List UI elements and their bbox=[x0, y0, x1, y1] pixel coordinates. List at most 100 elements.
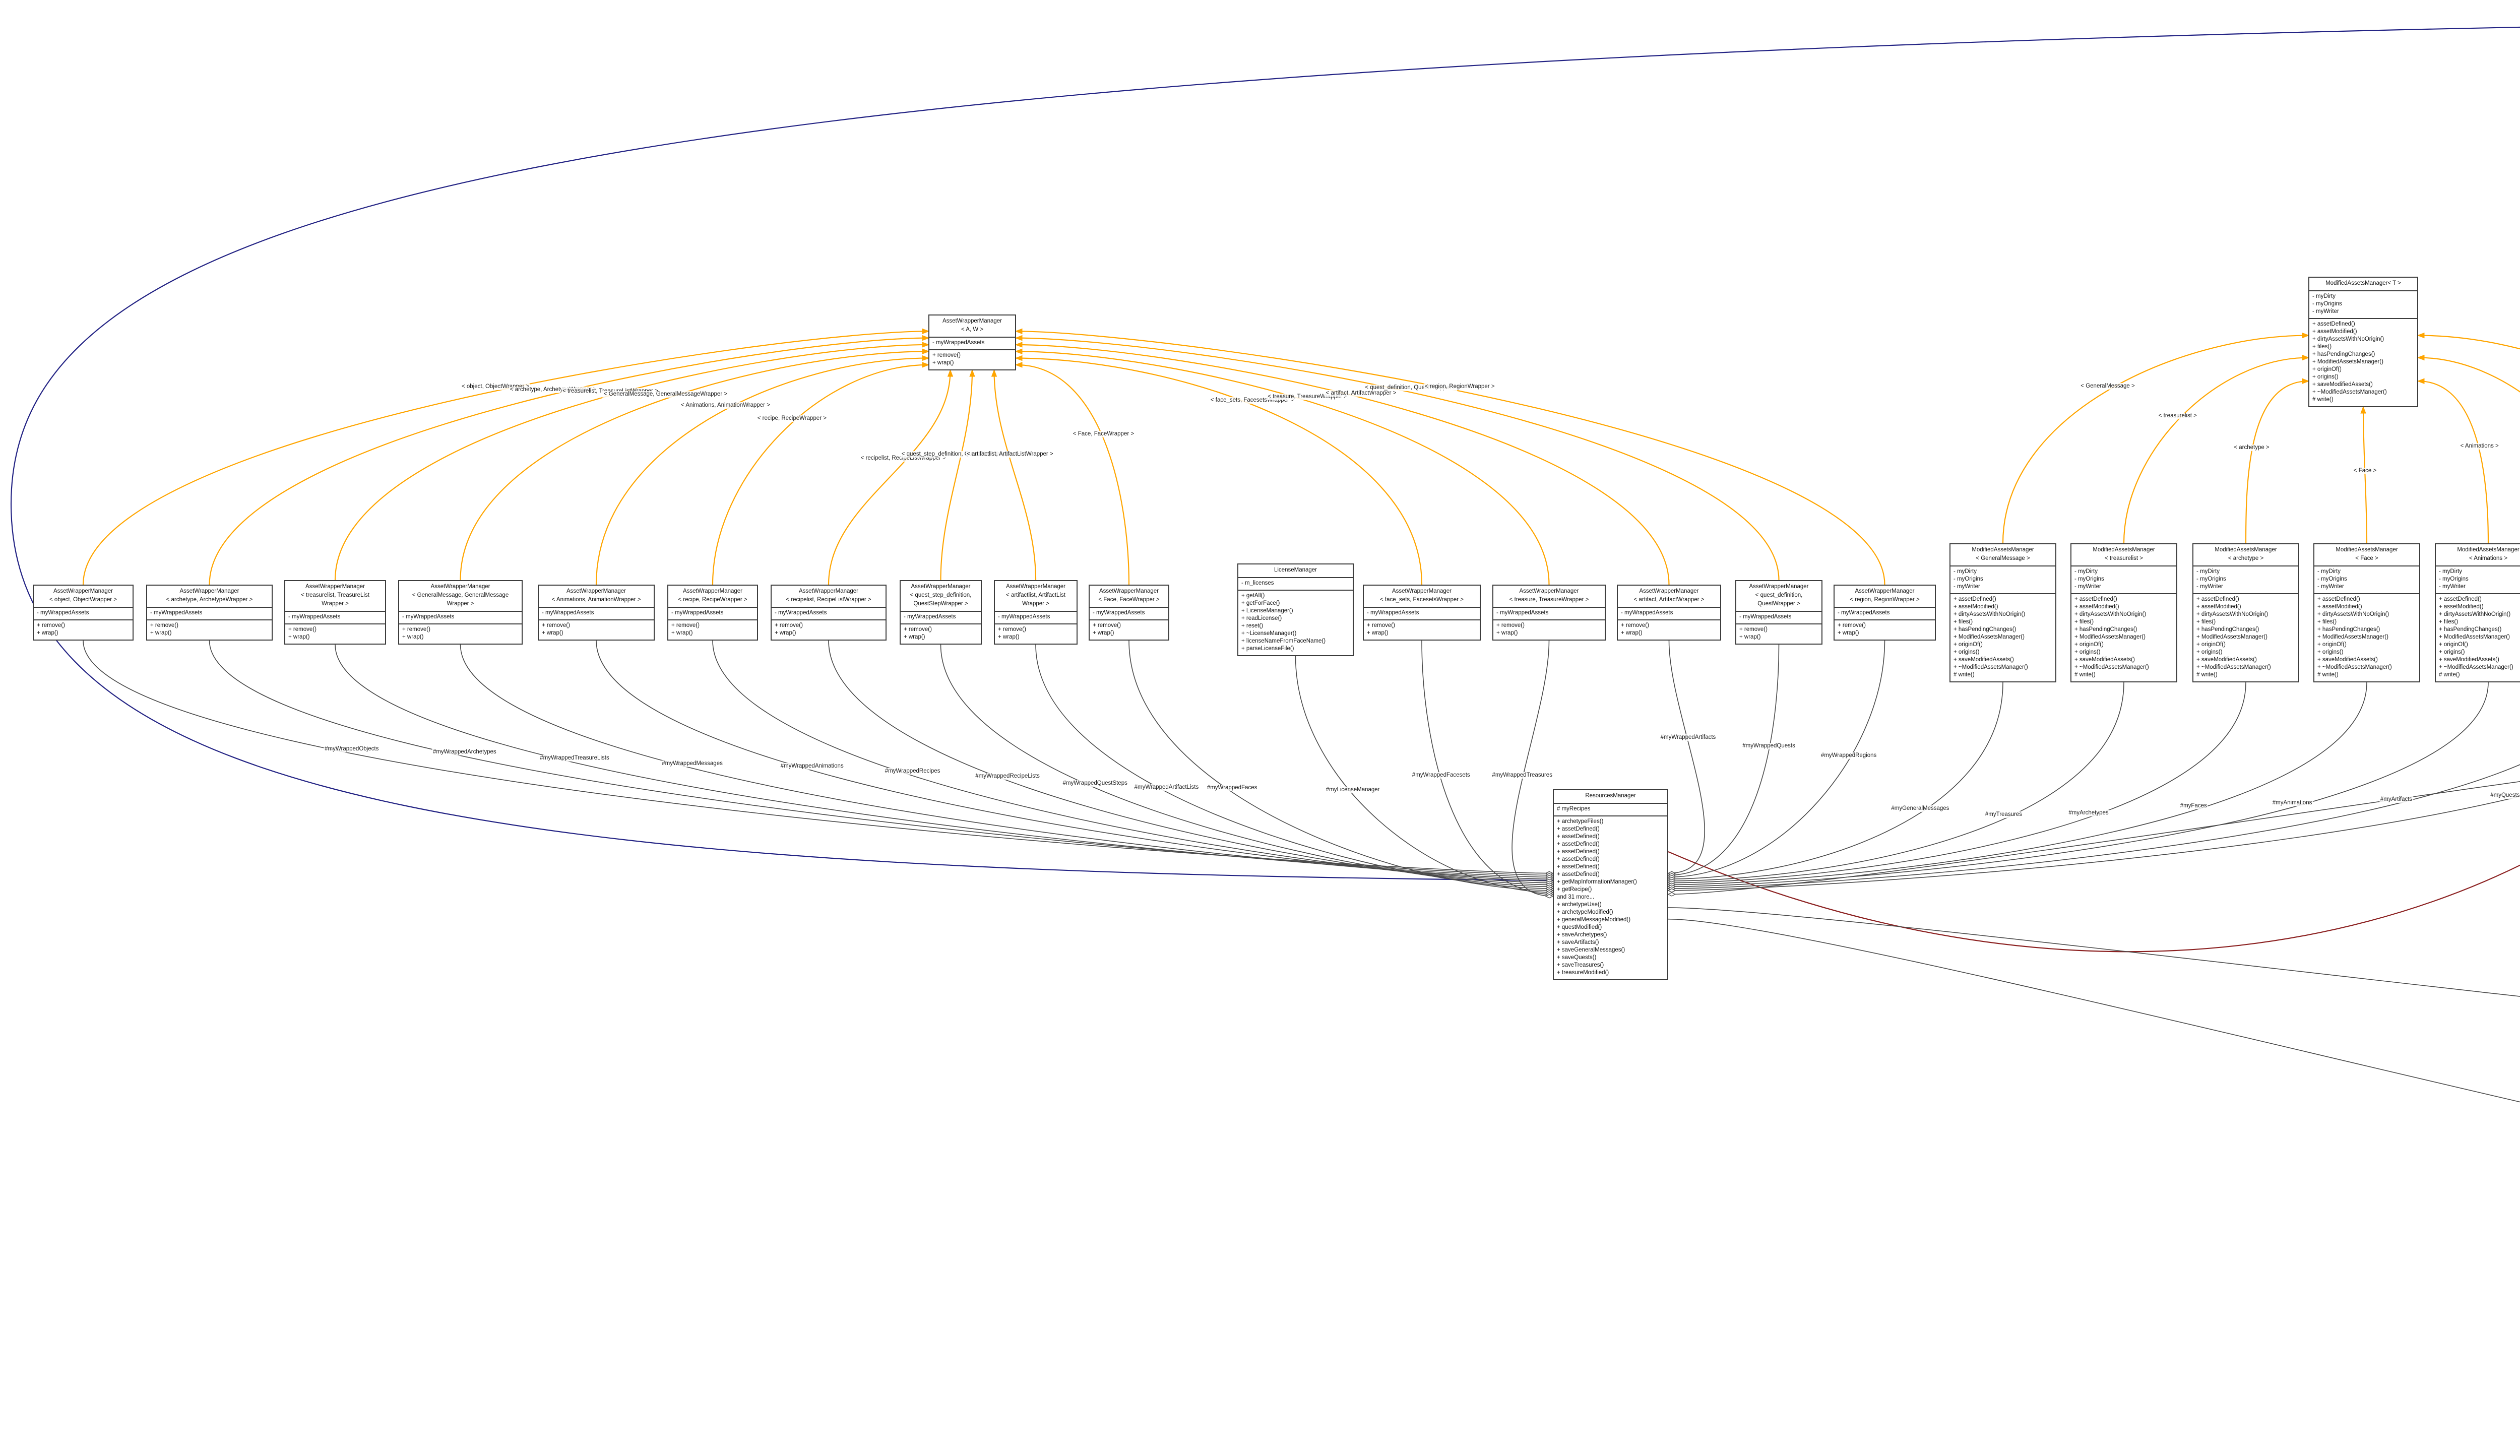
class-title: < treasure, TreasureWrapper > bbox=[1509, 597, 1589, 603]
class-member: + assetDefined() bbox=[2196, 596, 2239, 602]
edge-agg-awm14-to-rm bbox=[1667, 644, 1780, 877]
edge-agg-awm1-to-rm bbox=[83, 640, 1554, 875]
class-node-mam2[interactable]: ModifiedAssetsManager< treasurelist >- m… bbox=[2070, 543, 2177, 682]
class-title: ModifiedAssetsManager bbox=[1972, 547, 2034, 553]
class-member: + licenseNameFromFaceName() bbox=[1241, 638, 1326, 644]
edge-agg-awm3-to-rm bbox=[335, 644, 1554, 879]
class-node-awm14[interactable]: AssetWrapperManager< quest_definition,Qu… bbox=[1735, 580, 1822, 645]
edge-label: < GeneralMessage > bbox=[2080, 383, 2136, 390]
edge-agg-mam1-to-rm bbox=[1667, 682, 2003, 881]
edge-agg-cremap-to-rm bbox=[1667, 781, 2520, 897]
edge-template-awm15-to-awmhub bbox=[1015, 328, 1885, 585]
class-member: + ~ModifiedAssetsManager() bbox=[2439, 664, 2513, 670]
class-node-mam5[interactable]: ModifiedAssetsManager< Animations >- myD… bbox=[2435, 543, 2520, 682]
class-member: + assetDefined() bbox=[1557, 841, 1600, 847]
class-member: + wrap() bbox=[37, 630, 58, 636]
class-node-awm15[interactable]: AssetWrapperManager< region, RegionWrapp… bbox=[1834, 585, 1936, 641]
class-member: + wrap() bbox=[1838, 630, 1859, 636]
edge-label: #myWrappedFaces bbox=[1206, 784, 1258, 791]
class-member: - myOrigins bbox=[2312, 301, 2342, 307]
class-title: AssetWrapperManager bbox=[1749, 584, 1809, 590]
class-node-awm3[interactable]: AssetWrapperManager< treasurelist, Treas… bbox=[284, 580, 386, 645]
class-member: + wrap() bbox=[288, 634, 310, 640]
class-member: + assetDefined() bbox=[1557, 849, 1600, 855]
class-member: - myWrappedAssets bbox=[402, 614, 455, 620]
class-member: - myDirty bbox=[2196, 568, 2220, 575]
class-member: + saveModifiedAssets() bbox=[2317, 657, 2378, 663]
edge-agg-mam4-to-rm bbox=[1667, 682, 2367, 887]
class-node-mam4[interactable]: ModifiedAssetsManager< Face >- myDirty- … bbox=[2313, 543, 2420, 682]
class-member: - myWrappedAssets bbox=[671, 610, 724, 616]
class-node-mam1[interactable]: ModifiedAssetsManager< GeneralMessage >-… bbox=[1949, 543, 2056, 682]
class-title: AssetWrapperManager bbox=[179, 588, 239, 594]
edge-label: #myWrappedRegions bbox=[1819, 752, 1878, 759]
class-member: + dirtyAssetsWithNoOrigin() bbox=[2312, 336, 2384, 342]
class-node-awm6[interactable]: AssetWrapperManager< recipe, RecipeWrapp… bbox=[667, 585, 758, 641]
edge-template-awm3-to-awmhub bbox=[334, 342, 930, 581]
edge-label: #myWrappedQuests bbox=[1741, 743, 1796, 750]
class-member: + archetypeUse() bbox=[1557, 902, 1602, 908]
class-member: + assetModified() bbox=[2074, 604, 2119, 610]
class-title: AssetWrapperManager bbox=[1639, 588, 1699, 594]
class-node-awm4[interactable]: AssetWrapperManager< GeneralMessage, Gen… bbox=[398, 580, 523, 645]
class-member: + remove() bbox=[775, 622, 803, 628]
class-title: AssetWrapperManager bbox=[566, 588, 626, 594]
class-member: + readLicense() bbox=[1241, 615, 1282, 621]
class-member: + ModifiedAssetsManager() bbox=[2439, 634, 2510, 640]
class-member: - myDirty bbox=[1954, 568, 1977, 575]
class-member: - myWrappedAssets bbox=[1739, 614, 1792, 620]
edge-agg-mam6-to-rm bbox=[1667, 764, 2520, 891]
class-node-awm10[interactable]: AssetWrapperManager< Face, FaceWrapper >… bbox=[1089, 585, 1169, 641]
edge-agg-mam7-to-rm bbox=[1667, 796, 2520, 893]
class-node-awm8[interactable]: AssetWrapperManager< quest_step_definiti… bbox=[900, 580, 982, 645]
edge-template-awm13-to-awmhub bbox=[1015, 342, 1670, 585]
class-member: + assetDefined() bbox=[1557, 856, 1600, 862]
class-member: + saveModifiedAssets() bbox=[2312, 382, 2373, 388]
edge-inherit-rm-to-qobject bbox=[10, 26, 2520, 881]
class-member: + wrap() bbox=[1739, 634, 1761, 640]
class-member: + files() bbox=[2317, 619, 2337, 625]
class-member: - myWriter bbox=[2074, 584, 2101, 590]
class-member: + ~ModifiedAssetsManager() bbox=[2312, 389, 2387, 395]
class-node-awm9[interactable]: AssetWrapperManager< artifactlist, Artif… bbox=[994, 580, 1078, 645]
edge-label: #myWrappedArtifactLists bbox=[1133, 784, 1200, 791]
class-node-mamhub[interactable]: ModifiedAssetsManager< T >- myDirty- myO… bbox=[2308, 277, 2418, 407]
edge-agg-awaTr-to-rm bbox=[1668, 918, 2520, 1103]
class-member: + LicenseManager() bbox=[1241, 608, 1293, 614]
class-member: + wrap() bbox=[1496, 630, 1518, 636]
class-member: + hasPendingChanges() bbox=[2317, 626, 2380, 632]
class-member: + files() bbox=[2312, 344, 2332, 350]
class-member: + saveModifiedAssets() bbox=[2074, 657, 2135, 663]
edge-label: #myWrappedRecipeLists bbox=[974, 773, 1041, 780]
class-node-awm1[interactable]: AssetWrapperManager< object, ObjectWrapp… bbox=[33, 585, 134, 641]
class-node-mam3[interactable]: ModifiedAssetsManager< archetype >- myDi… bbox=[2192, 543, 2299, 682]
class-member: + remove() bbox=[1093, 622, 1121, 628]
class-node-awm13[interactable]: AssetWrapperManager < artifact, ArtifactW… bbox=[1617, 585, 1721, 641]
edge-agg-license-to-rm bbox=[1295, 656, 1554, 895]
class-node-awm2[interactable]: AssetWrapperManager< archetype, Archetyp… bbox=[146, 585, 273, 641]
class-member: + wrap() bbox=[775, 630, 796, 636]
edge-template-awm2-to-awmhub bbox=[209, 335, 930, 585]
class-node-awmhub[interactable]: AssetWrapperManager< A, W >- myWrappedAs… bbox=[928, 314, 1016, 370]
class-title: < artifact, ArtifactWrapper > bbox=[1633, 597, 1705, 603]
class-node-awm12[interactable]: AssetWrapperManager< treasure, TreasureW… bbox=[1492, 585, 1606, 641]
class-node-awm11[interactable]: AssetWrapperManager< face_sets, Facesets… bbox=[1363, 585, 1481, 641]
class-member: - myOrigins bbox=[2074, 576, 2104, 582]
class-member: + saveModifiedAssets() bbox=[2196, 657, 2257, 663]
class-member: + originOf() bbox=[2317, 642, 2347, 648]
edge-label: #myWrappedObjects bbox=[324, 746, 380, 753]
class-title: AssetWrapperManager bbox=[305, 584, 365, 590]
class-member: + originOf() bbox=[2074, 642, 2104, 648]
class-node-license[interactable]: LicenseManager- m_licenses+ getAll()+ ge… bbox=[1237, 563, 1354, 656]
class-node-awm7[interactable]: AssetWrapperManager< recipelist, RecipeL… bbox=[771, 585, 887, 641]
class-node-rm[interactable]: ResourcesManager# myRecipes+ archetypeFi… bbox=[1553, 789, 1668, 980]
class-member: - myWrappedAssets bbox=[37, 610, 89, 616]
edge-template-mam6-to-mamhub bbox=[2417, 354, 2520, 393]
class-title: AssetWrapperManager bbox=[1099, 588, 1159, 594]
class-node-awm5[interactable]: AssetWrapperManager< Animations, Animati… bbox=[538, 585, 655, 641]
class-member: + wrap() bbox=[542, 630, 563, 636]
class-member: + remove() bbox=[1621, 622, 1649, 628]
edge-template-mam4-to-mamhub bbox=[2360, 406, 2368, 544]
class-member: + hasPendingChanges() bbox=[1954, 626, 2017, 632]
